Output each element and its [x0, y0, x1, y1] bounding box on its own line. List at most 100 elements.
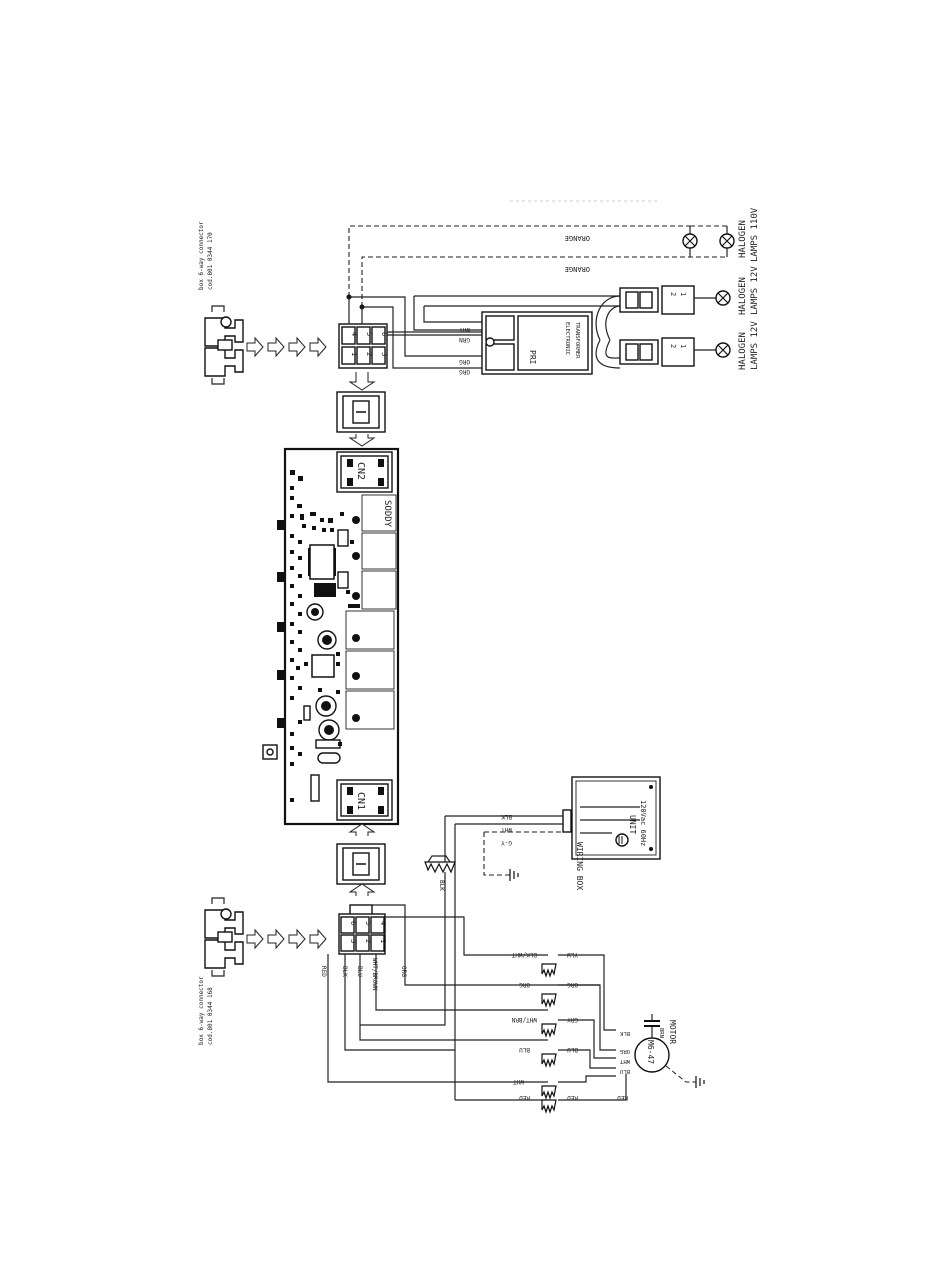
motor-wire: WHT	[619, 1058, 630, 1064]
wire-label-wht: WHT	[459, 326, 470, 333]
wire-label: WHT/BROWN	[371, 958, 378, 991]
motor: M6-47 MOTOR	[634, 1020, 677, 1073]
wire-nut-4: BLU BLU	[519, 1046, 578, 1068]
pin-label: 2	[669, 292, 677, 296]
pin-label: 1	[679, 292, 687, 296]
transformer-line1: ELECTRONIC	[564, 322, 570, 355]
wire-nut-right: ORG	[567, 981, 578, 988]
wire-nut-right: RED	[567, 1094, 578, 1101]
wire-nut-right: YLW	[567, 951, 578, 958]
lamp-12a-label-1: HALOGEN	[738, 277, 748, 315]
connector-bottom-icon	[204, 897, 244, 977]
wire-label: RED	[320, 966, 327, 977]
wire-nut-3: WHT/BRN GRY	[511, 1016, 578, 1038]
pin-label: 1	[679, 344, 687, 348]
flow-arrows-top	[246, 336, 327, 358]
transformer-line2: TRANSFORMER	[574, 322, 580, 359]
pin-label: 2	[669, 344, 677, 348]
wire-label-blk: BLK	[438, 880, 445, 891]
wire-label-orange-top: ORANGE	[565, 234, 590, 242]
wiring-box-unit: UNIT	[628, 815, 637, 834]
pin-label: 6	[349, 921, 357, 925]
wire-nut-left: ORG	[519, 981, 530, 988]
wire-label: RED	[617, 1094, 628, 1101]
pin-label: 3	[380, 352, 388, 356]
wire-nut-1: BLK/WHT YLW	[511, 951, 578, 978]
wire-nut-left: BLK/WHT	[511, 951, 537, 958]
wire-label: BLK	[341, 966, 348, 977]
connector-top-label-1: box 6-way connector	[198, 221, 205, 290]
pin-label: 3	[349, 939, 357, 943]
wire-nut-left: RED	[519, 1094, 530, 1101]
wire-nut-left: WHT/BRN	[511, 1016, 537, 1023]
connector-bottom-block: 6 5 4 3 2 1	[338, 904, 387, 955]
lamp-connector-a: 2 1	[619, 285, 695, 315]
connector-top-icon	[204, 305, 244, 385]
pin-label: 5	[364, 921, 372, 925]
lower-wires	[327, 904, 627, 1101]
motor-label: MOTOR	[668, 1020, 677, 1044]
wire-nut-5: WHT	[513, 1078, 557, 1100]
motor-wire: ORG	[620, 1048, 630, 1054]
connector-top-block: 4 5 6 1 2 3	[338, 323, 388, 369]
wire-nut-icon	[424, 855, 456, 874]
electronic-transformer: PRI ELECTRONIC TRANSFORMER	[481, 311, 593, 375]
lamp-icon	[715, 342, 731, 358]
wiring-box-rating: 120Vac 60Hz	[639, 800, 647, 846]
relay-label: SODDY	[382, 500, 392, 528]
ground-icon	[509, 869, 519, 881]
pin-label: 4	[379, 921, 387, 925]
wire-label: WHT	[501, 826, 512, 833]
cap-wire: BRN	[658, 1028, 664, 1038]
cn1-label: CN1	[355, 792, 366, 810]
pin-label: 4	[350, 332, 358, 336]
wire-nut-2: ORG ORG	[519, 981, 578, 1008]
wire-nut-right: BLU	[567, 1046, 578, 1053]
transformer-pri: PRI	[528, 350, 537, 365]
pin-label: 5	[365, 332, 373, 336]
wire-label-org1: ORG	[459, 358, 470, 365]
pin-label: 6	[380, 332, 388, 336]
wire-label: BLK	[501, 813, 512, 820]
wire-label: ORG	[400, 966, 407, 977]
cn2-label: CN2	[355, 462, 366, 480]
wire-nut-left: BLU	[519, 1046, 530, 1053]
lamp-110-label-1: HALOGEN	[738, 220, 748, 258]
lamp-icon	[682, 233, 698, 249]
wiring-box-label: WIRING BOX	[575, 842, 584, 890]
wire-label: G-Y	[501, 839, 512, 846]
connector-bottom-label-1: box 6-way connector	[198, 976, 205, 1045]
wire-nut-right: GRY	[567, 1016, 578, 1023]
lamp-12b-label-1: HALOGEN	[738, 332, 748, 370]
upper-wires	[346, 225, 727, 369]
lamp-12a-label-2: LAMPS 12V	[750, 266, 760, 315]
lamp-icon	[715, 290, 731, 306]
wiring-box: UNIT 120Vac 60Hz	[562, 776, 661, 860]
wire-label: BLU	[356, 966, 363, 977]
lamp-connector-b: 2 1	[619, 337, 695, 367]
plug-bottom	[336, 843, 386, 885]
wire-nut-6: RED RED	[519, 1094, 578, 1114]
lamp-12b-label-2: LAMPS 12V	[750, 321, 760, 370]
wire-label-orange-bottom: ORANGE	[565, 265, 590, 273]
lamp-110-label-2: LAMPS 110V	[750, 207, 760, 262]
pin-label: 2	[365, 352, 373, 356]
pin-label: 1	[379, 939, 387, 943]
wire-nut-left: WHT	[513, 1078, 524, 1085]
pin-label: 1	[350, 352, 358, 356]
motor-model: M6-47	[646, 1040, 655, 1064]
flow-arrows-bottom	[246, 928, 327, 950]
connector-bottom-label-2: cod.801 0344 168	[207, 987, 214, 1045]
pin-label: 2	[364, 939, 372, 943]
motor-wire: BLU	[620, 1068, 630, 1074]
plug-top	[336, 391, 386, 433]
ground-icon	[695, 1076, 705, 1088]
wire-label-org2: ORG	[459, 368, 470, 375]
control-board: CN2 SODDY	[262, 447, 400, 826]
capacitor-icon	[644, 1014, 660, 1038]
connector-top-label-2: cod.801 0344 170	[207, 232, 214, 290]
motor-wire: BLK	[619, 1030, 630, 1036]
lamp-icon	[719, 233, 735, 249]
wire-label-grn: GRN	[459, 336, 470, 343]
